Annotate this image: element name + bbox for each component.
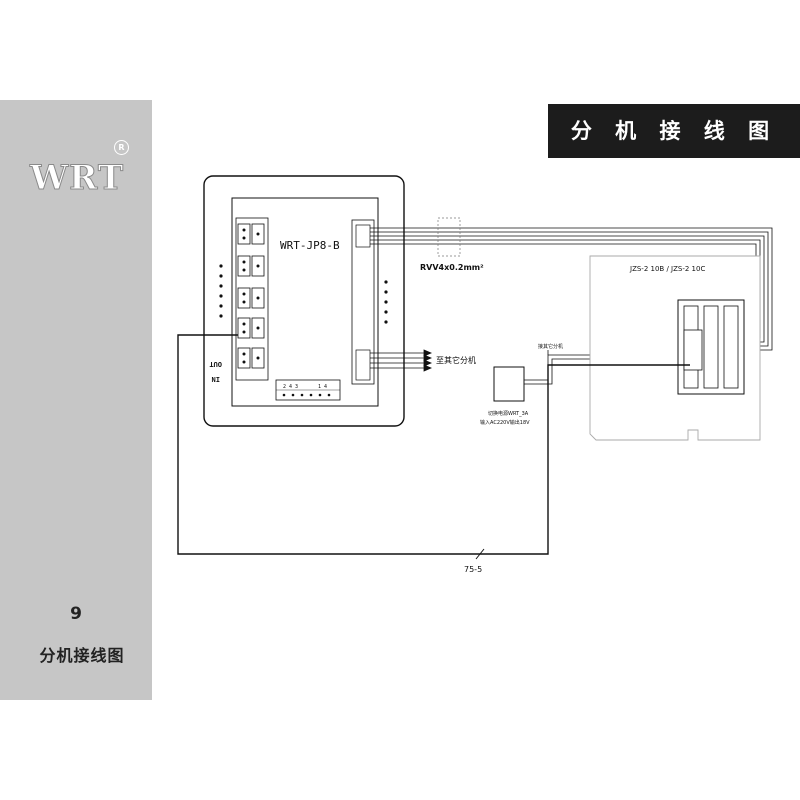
out-label: OUT	[209, 360, 222, 368]
cable-spec-label: RVV4x0.2mm²	[420, 263, 484, 272]
page-number: 9	[70, 604, 82, 624]
page-title: 分 机 接 线 图	[570, 119, 778, 143]
coax-spec-label: 75-5	[464, 565, 482, 574]
in-label: IN	[212, 375, 220, 383]
title-bar: 分 机 接 线 图	[548, 104, 800, 158]
right-terminal-column	[351, 219, 388, 385]
registered-mark-icon: R	[114, 140, 129, 155]
coax-break-mark	[475, 548, 485, 560]
panel-model-label: WRT-JP8-B	[280, 239, 340, 252]
left-led-dots	[219, 264, 223, 318]
power-top-label: 接其它分机	[538, 343, 563, 350]
sidebar: WRT R 9 分机接线图	[0, 100, 152, 700]
wrt-logo: WRT	[29, 158, 125, 199]
svg-text:1 4: 1 4	[318, 384, 327, 390]
door-unit-model-label: JZS-2 10B / JZS-2 10C	[629, 265, 705, 273]
svg-text:2 4 3: 2 4 3	[283, 384, 298, 390]
left-terminal-column	[235, 217, 269, 381]
door-unit-connector	[683, 329, 703, 371]
page-caption: 分机接线图	[39, 646, 125, 665]
to-other-ext-label: 至其它分机	[436, 355, 476, 365]
coax-cable	[177, 334, 690, 555]
to-other-ext-lines	[370, 349, 433, 372]
bottom-terminal-block: 2 4 3 1 4	[275, 379, 341, 401]
cable-clip	[437, 217, 461, 257]
power-supply-label-2: 输入AC220V输出18V	[480, 419, 530, 426]
power-supply-label-1: 切换电源WRT_3A	[488, 410, 529, 417]
power-supply-box	[493, 366, 525, 402]
